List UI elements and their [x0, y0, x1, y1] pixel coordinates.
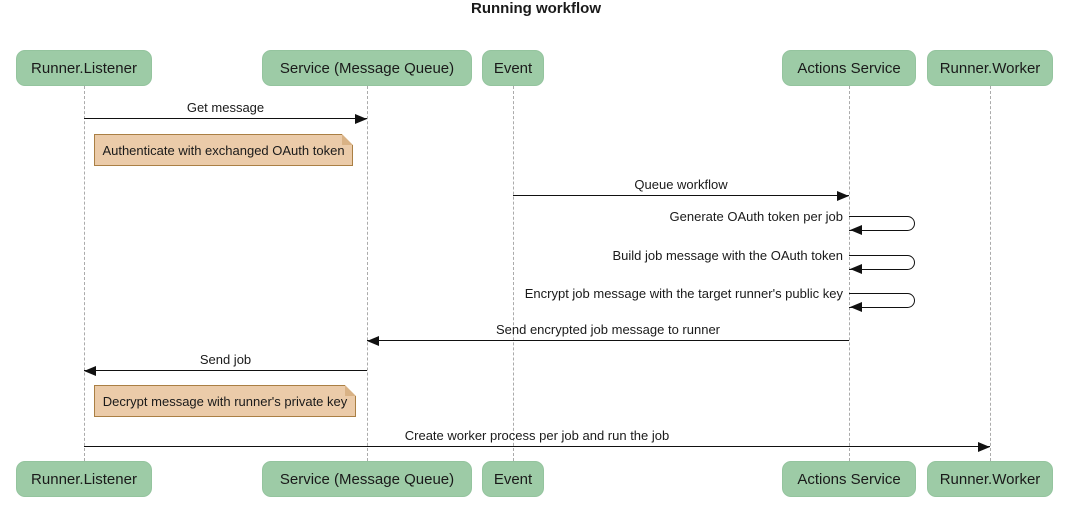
participant-event-top: Event — [482, 50, 544, 86]
note: Authenticate with exchanged OAuth token — [94, 134, 353, 166]
lifeline-event — [513, 86, 514, 461]
message-line — [367, 340, 849, 341]
self-message-label: Build job message with the OAuth token — [612, 248, 843, 263]
participant-event-bottom: Event — [482, 461, 544, 497]
arrowhead-left-icon — [367, 336, 379, 346]
participant-runner-listener-top: Runner.Listener — [16, 50, 152, 86]
participant-actions-service-bottom: Actions Service — [782, 461, 916, 497]
arrowhead-left-icon — [850, 302, 862, 312]
participant-runner-worker-top: Runner.Worker — [927, 50, 1053, 86]
message-label: Send encrypted job message to runner — [495, 322, 721, 337]
arrowhead-right-icon — [355, 114, 367, 124]
lifeline-runner-worker — [990, 86, 991, 461]
arrowhead-left-icon — [850, 264, 862, 274]
message-line — [513, 195, 849, 196]
message-label: Get message — [186, 100, 265, 115]
diagram-title: Running workflow — [471, 0, 601, 17]
participant-actions-service-top: Actions Service — [782, 50, 916, 86]
self-message-label: Generate OAuth token per job — [669, 209, 843, 224]
participant-service-mq-top: Service (Message Queue) — [262, 50, 472, 86]
participant-runner-listener-bottom: Runner.Listener — [16, 461, 152, 497]
note: Decrypt message with runner's private ke… — [94, 385, 356, 417]
note-text: Authenticate with exchanged OAuth token — [102, 142, 345, 158]
lifeline-actions-service — [849, 86, 850, 461]
message-line — [84, 446, 990, 447]
lifeline-service-mq — [367, 86, 368, 461]
arrowhead-left-icon — [84, 366, 96, 376]
message-line — [84, 118, 367, 119]
message-label: Create worker process per job and run th… — [404, 428, 670, 443]
note-fold-corner-icon — [342, 134, 353, 145]
message-line — [84, 370, 367, 371]
message-label: Queue workflow — [634, 177, 728, 192]
self-message-label: Encrypt job message with the target runn… — [524, 286, 843, 301]
self-message-loop — [849, 293, 915, 308]
note-text: Decrypt message with runner's private ke… — [102, 393, 348, 409]
self-message-loop — [849, 216, 915, 231]
participant-runner-worker-bottom: Runner.Worker — [927, 461, 1053, 497]
arrowhead-right-icon — [978, 442, 990, 452]
lifeline-runner-listener — [84, 86, 85, 461]
arrowhead-left-icon — [850, 225, 862, 235]
message-label: Send job — [199, 352, 252, 367]
note-fold-corner-icon — [345, 385, 356, 396]
self-message-loop — [849, 255, 915, 270]
participant-service-mq-bottom: Service (Message Queue) — [262, 461, 472, 497]
arrowhead-right-icon — [837, 191, 849, 201]
